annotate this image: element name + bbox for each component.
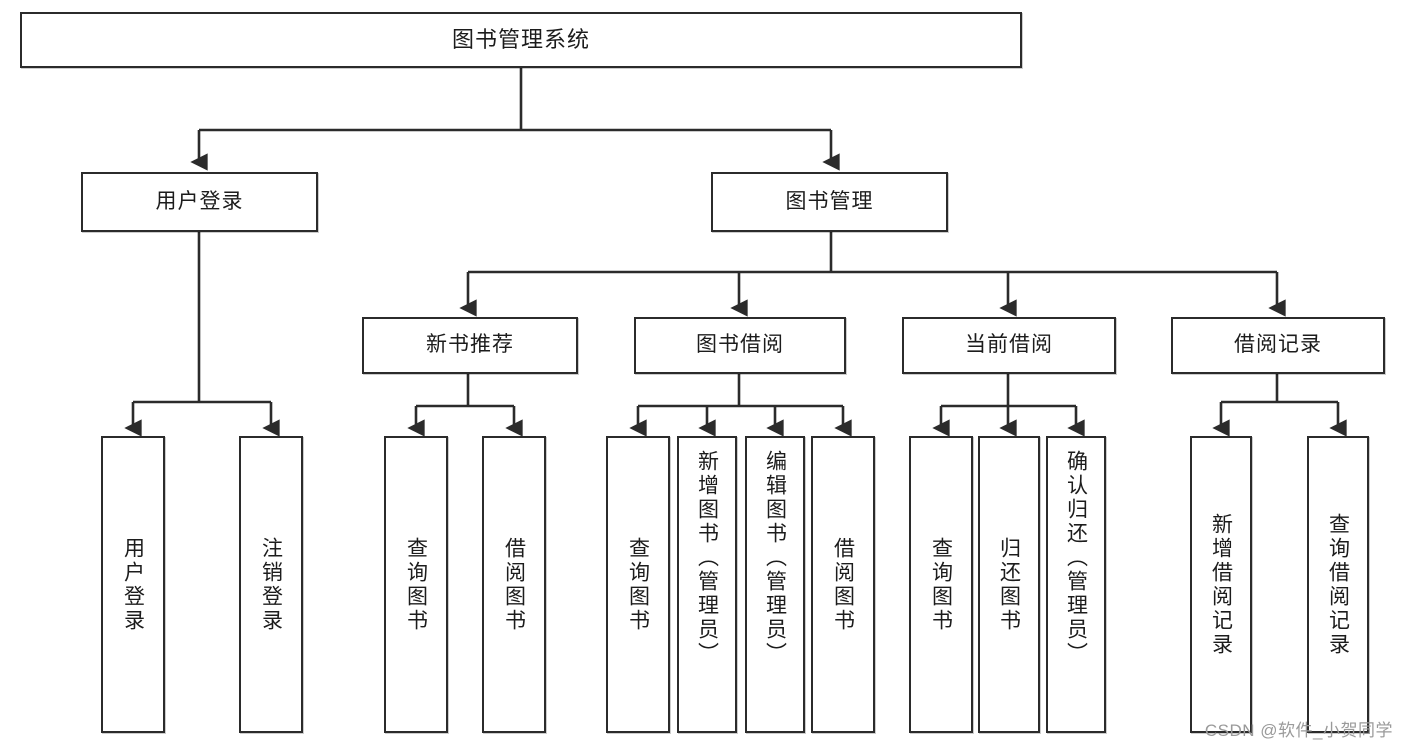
- node-label: 查询图书: [929, 536, 953, 633]
- node-label: 查询借阅记录: [1326, 512, 1350, 657]
- node-borrow-record[interactable]: 借阅记录: [1171, 317, 1385, 374]
- node-leaf-logout-login[interactable]: 注销登录: [239, 436, 303, 733]
- node-new-book-recommend[interactable]: 新书推荐: [362, 317, 578, 374]
- node-leaf-query-book-1[interactable]: 查询图书: [384, 436, 448, 733]
- node-label: 图书管理: [785, 189, 874, 213]
- node-current-borrow[interactable]: 当前借阅: [902, 317, 1116, 374]
- node-book-borrow[interactable]: 图书借阅: [634, 317, 846, 374]
- node-leaf-query-record[interactable]: 查询借阅记录: [1307, 436, 1369, 733]
- node-label: 借阅图书: [502, 536, 526, 633]
- node-label: 用户登录: [155, 189, 244, 213]
- node-label: 编辑图书（管理员）: [763, 450, 787, 666]
- node-leaf-return-book[interactable]: 归还图书: [978, 436, 1040, 733]
- node-book-manage[interactable]: 图书管理: [711, 172, 948, 232]
- node-leaf-add-book[interactable]: 新增图书（管理员）: [677, 436, 737, 733]
- node-leaf-edit-book[interactable]: 编辑图书（管理员）: [745, 436, 805, 733]
- node-label: 确认归还（管理员）: [1064, 450, 1088, 666]
- node-root-system[interactable]: 图书管理系统: [20, 12, 1022, 68]
- node-label: 当前借阅: [965, 333, 1053, 357]
- node-leaf-borrow-book-1[interactable]: 借阅图书: [482, 436, 546, 733]
- node-leaf-user-login[interactable]: 用户登录: [101, 436, 165, 733]
- node-label: 新书推荐: [426, 333, 514, 357]
- node-label: 注销登录: [259, 536, 283, 633]
- node-label: 新增借阅记录: [1209, 512, 1233, 657]
- node-label: 查询图书: [404, 536, 428, 633]
- node-label: 借阅图书: [831, 536, 855, 633]
- node-label: 查询图书: [626, 536, 650, 633]
- node-leaf-query-book-2[interactable]: 查询图书: [606, 436, 670, 733]
- node-leaf-add-record[interactable]: 新增借阅记录: [1190, 436, 1252, 733]
- node-leaf-borrow-book-2[interactable]: 借阅图书: [811, 436, 875, 733]
- node-label: 图书借阅: [696, 333, 784, 357]
- csdn-watermark: CSDN @软件_小贺同学: [1204, 721, 1393, 740]
- node-label: 新增图书（管理员）: [695, 450, 719, 666]
- node-label: 借阅记录: [1234, 333, 1322, 357]
- node-label: 归还图书: [997, 536, 1021, 633]
- node-label: 图书管理系统: [451, 27, 590, 53]
- node-leaf-confirm-return[interactable]: 确认归还（管理员）: [1046, 436, 1106, 733]
- node-user-login[interactable]: 用户登录: [81, 172, 318, 232]
- node-label: 用户登录: [121, 536, 145, 633]
- node-leaf-query-book-3[interactable]: 查询图书: [909, 436, 973, 733]
